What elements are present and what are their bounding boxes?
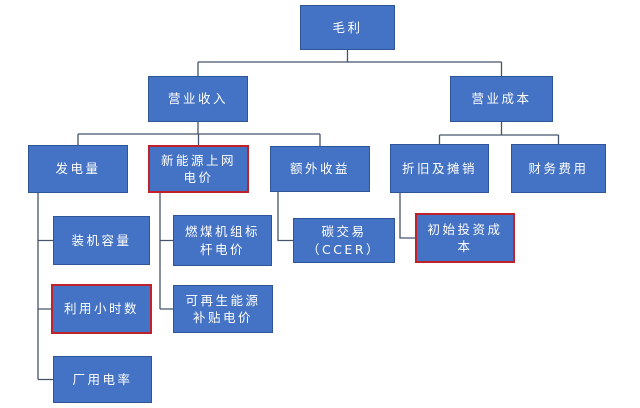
- node-financial-expenses: 财务费用: [511, 144, 606, 193]
- connector-powergen-to-children: [37, 193, 53, 381]
- node-renewable-subsidy-price: 可再生能源补贴电价: [173, 285, 273, 333]
- node-utilization-hours: 利用小时数: [51, 284, 152, 334]
- node-installed-capacity-label: 装机容量: [71, 232, 132, 248]
- node-gross-profit-label: 毛利: [332, 19, 363, 35]
- node-plant-power-rate: 厂用电率: [53, 356, 152, 403]
- node-initial-investment-cost: 初始投资成本: [415, 213, 515, 263]
- node-gross-profit: 毛利: [300, 5, 395, 50]
- node-depreciation-amortization-label: 折旧及摊销: [401, 160, 477, 176]
- node-carbon-trading-ccer-label: 碳交易（CCER）: [306, 224, 382, 257]
- node-extra-income-label: 额外收益: [289, 161, 350, 177]
- node-new-energy-grid-price-label: 新能源上网电价: [160, 152, 236, 186]
- node-financial-expenses-label: 财务费用: [528, 160, 589, 176]
- node-carbon-trading-ccer: 碳交易（CCER）: [293, 218, 395, 263]
- node-utilization-hours-label: 利用小时数: [63, 301, 139, 317]
- node-depreciation-amortization: 折旧及摊销: [390, 144, 489, 193]
- connector-depreciation-to-initialcost: [399, 193, 415, 239]
- node-power-generation: 发电量: [28, 145, 128, 193]
- connector-grossprofit-to-revenue-cost: [197, 50, 503, 76]
- connector-cost-to-children: [438, 122, 560, 144]
- node-new-energy-grid-price: 新能源上网电价: [148, 145, 249, 193]
- connector-gridprice-to-children: [159, 193, 173, 310]
- node-initial-investment-cost-label: 初始投资成本: [427, 221, 503, 255]
- node-power-generation-label: 发电量: [55, 161, 101, 177]
- node-extra-income: 额外收益: [270, 146, 370, 192]
- node-renewable-subsidy-price-label: 可再生能源补贴电价: [185, 292, 261, 326]
- node-operating-revenue: 营业收入: [148, 76, 248, 122]
- node-coal-benchmark-price-label: 燃煤机组标杆电价: [184, 224, 260, 257]
- node-operating-revenue-label: 营业收入: [167, 91, 228, 107]
- node-operating-cost-label: 营业成本: [471, 91, 532, 107]
- node-installed-capacity: 装机容量: [53, 216, 150, 265]
- node-operating-cost: 营业成本: [450, 76, 553, 122]
- connector-revenue-to-children: [77, 122, 321, 146]
- node-coal-benchmark-price: 燃煤机组标杆电价: [173, 215, 272, 266]
- node-plant-power-rate-label: 厂用电率: [72, 371, 133, 387]
- connector-extraincome-to-ccer: [277, 192, 293, 242]
